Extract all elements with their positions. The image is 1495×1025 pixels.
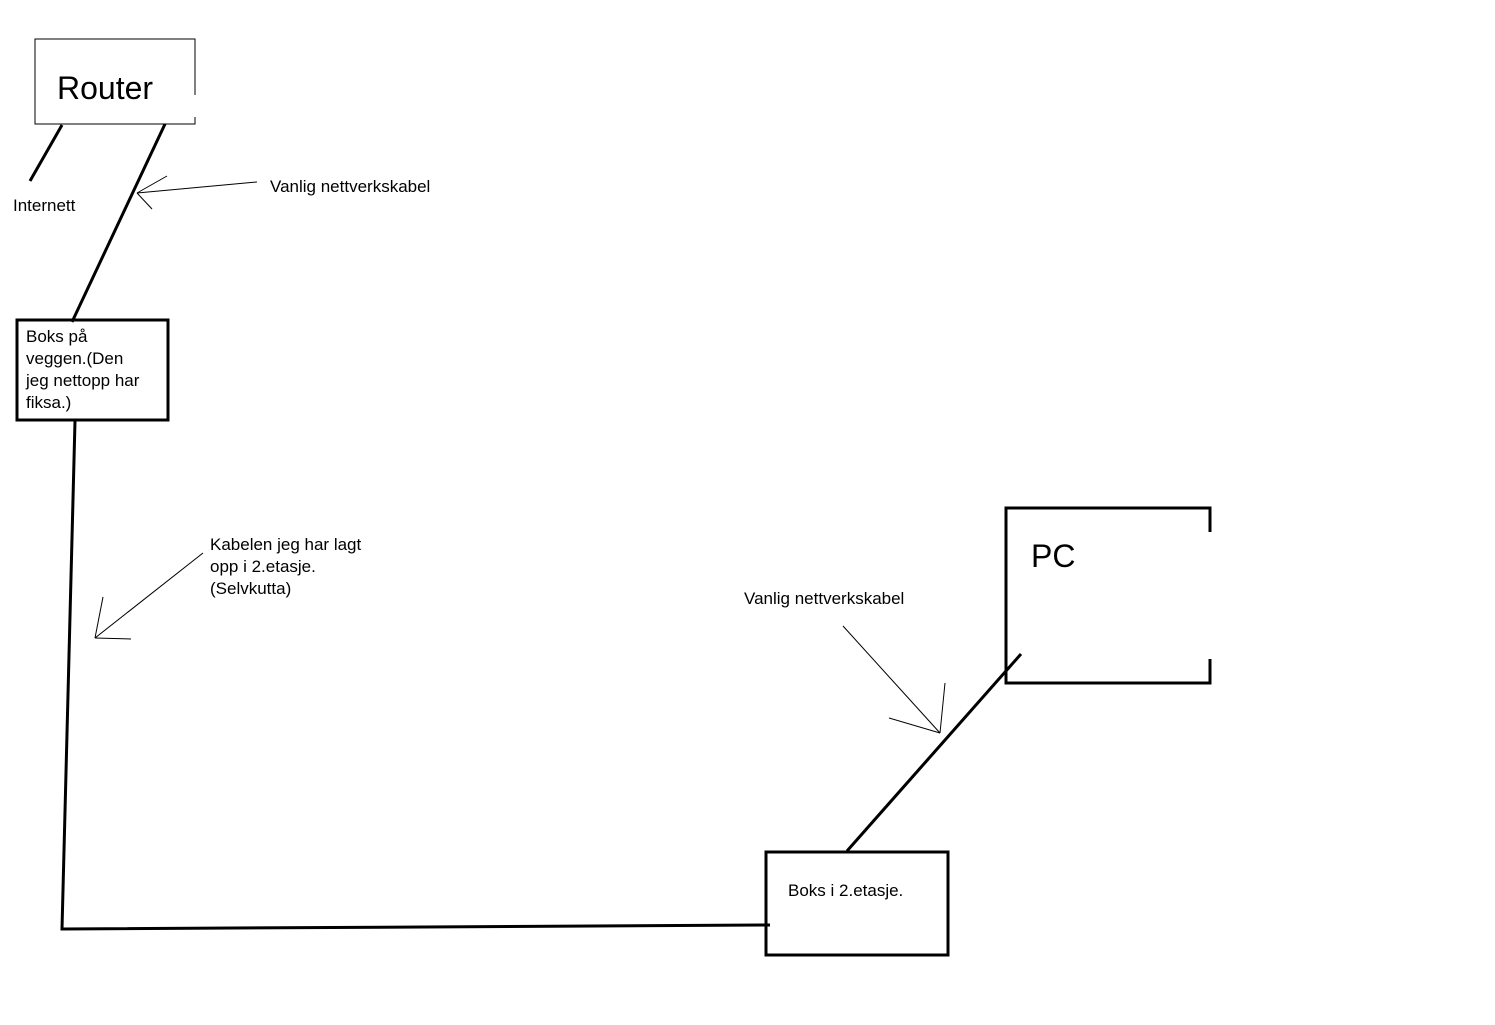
internet-label: Internett — [13, 196, 76, 215]
arrow-head — [94, 637, 132, 640]
arrow-head — [939, 682, 946, 734]
router-label: Router — [57, 70, 153, 106]
arrow-head — [136, 175, 168, 194]
cable-long-line-2: opp i 2.etasje. — [210, 557, 316, 576]
arrow-head — [888, 717, 941, 734]
arrow-shaft — [842, 625, 941, 734]
wall-box-line-4: fiksa.) — [26, 393, 71, 412]
floor2-box-label: Boks i 2.etasje. — [788, 881, 903, 900]
arrow-head — [136, 192, 153, 210]
cable-long-label: Kabelen jeg har lagt opp i 2.etasje. (Se… — [210, 535, 366, 598]
floor2-to-pc-cable — [845, 653, 1023, 852]
wall-box-line-2: veggen.(Den — [26, 349, 123, 368]
floor2-box — [764, 850, 950, 957]
cable-long-annotation — [94, 552, 204, 640]
cable-top-annotation — [136, 175, 258, 210]
cable-pc-label: Vanlig nettverkskabel — [744, 589, 904, 608]
floor2-box-node: Boks i 2.etasje. — [764, 850, 950, 957]
cable-long-line-3: (Selvkutta) — [210, 579, 291, 598]
wall-box — [15, 318, 170, 422]
arrow-shaft — [94, 552, 204, 639]
cable-top-label: Vanlig nettverkskabel — [270, 177, 430, 196]
wall-box-line-3: jeg nettopp har — [25, 371, 140, 390]
pc-box — [1004, 506, 1212, 685]
arrow-shaft — [136, 181, 258, 194]
long-cable — [60, 420, 771, 931]
pc-label: PC — [1031, 538, 1075, 574]
router-to-wall-cable — [70, 123, 167, 323]
cable-pc-annotation — [842, 625, 946, 734]
router-node: Router — [34, 38, 196, 125]
wall-box-node: Boks på veggen.(Den jeg nettopp har fiks… — [15, 318, 170, 422]
internet-cable — [28, 124, 64, 182]
wall-box-line-1: Boks på — [26, 327, 88, 346]
router-box — [34, 38, 196, 125]
cable-long-line-1: Kabelen jeg har lagt — [210, 535, 362, 554]
pc-node: PC — [1004, 506, 1212, 685]
arrow-head — [94, 596, 104, 639]
wall-box-label: Boks på veggen.(Den jeg nettopp har fiks… — [25, 327, 144, 412]
